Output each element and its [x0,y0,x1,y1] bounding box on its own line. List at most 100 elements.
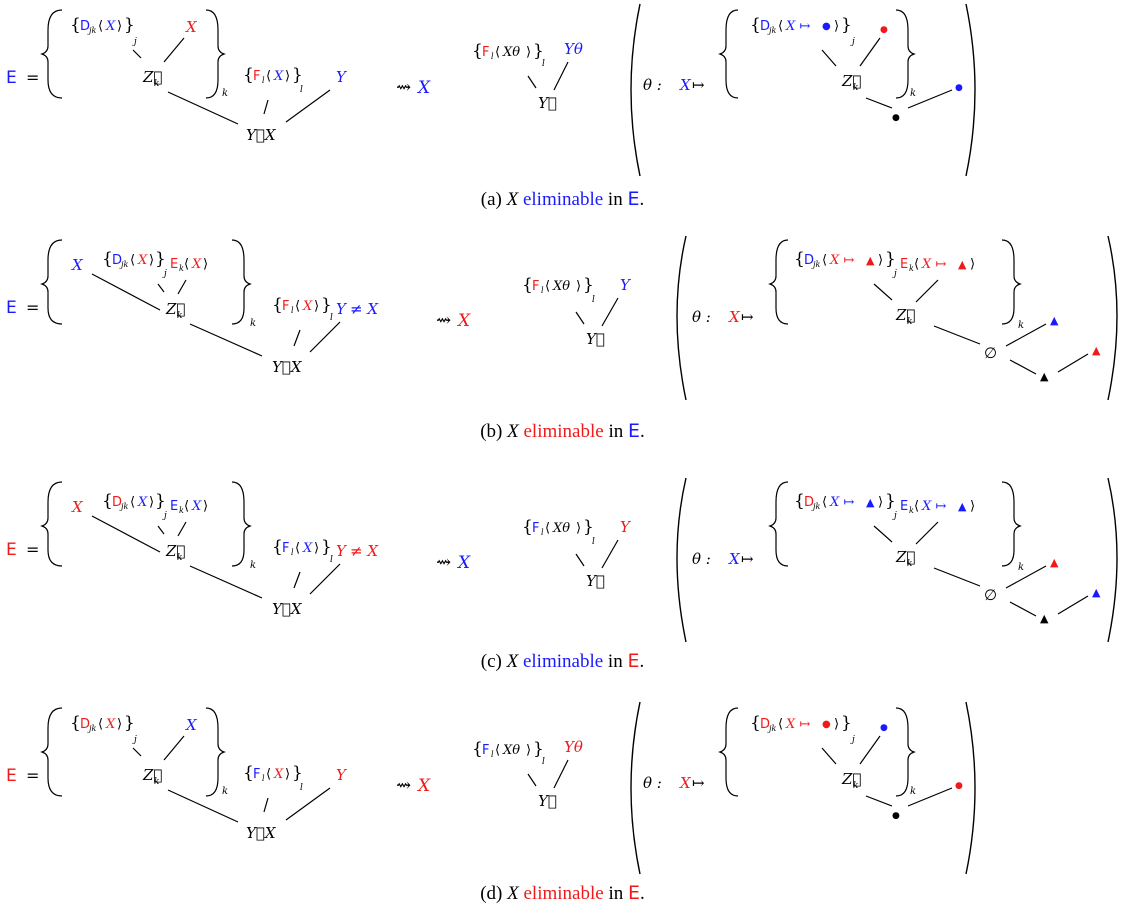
D-jk-label: D [80,717,90,732]
F-angle-open: ⟨ [295,541,300,556]
black-tri: ▲ [1040,370,1049,383]
empty-set-node: ∅ [984,586,997,604]
theta-subscript-k: k [910,786,916,797]
theta-Z-sub-k: k [907,559,912,569]
theta-Z-sub-k: k [853,781,858,791]
Y-vec-node: Y⃗ [538,792,557,810]
Ek-k-sub: k [179,264,184,273]
edge-D-Z [132,747,142,757]
angle-open: ⟨ [98,19,103,34]
Xtheta-var: Xθ [552,279,570,294]
Ek-X-var: X [191,499,202,514]
theta-jk-sub: jk [811,260,820,269]
F-subscript-l: l [330,313,333,323]
jk-subscript: jk [119,502,128,511]
Ytheta-var: Y [620,518,632,536]
theta-Ek-X-to: X ↦ [921,257,946,272]
Ftheta-label: F [482,743,489,758]
theta-angle-open: ⟨ [778,19,783,34]
left-brace [40,239,63,325]
caption-var: X [506,651,519,672]
Ftheta-angle-open: ⟨ [495,743,500,758]
edge-X-Z [91,515,161,553]
edge-Y-YX [309,321,341,353]
theta-edge-Ek-Z [915,521,939,545]
theta-jk-sub: jk [767,26,776,35]
E-symbol: E [6,540,17,560]
top-bullet: ● [880,723,888,733]
Y-vec-node: Y⃗ [586,572,605,590]
F-l-label: F [282,299,289,314]
theta-Z-k-node: Z⃗ [895,548,915,566]
subscript-j: j [132,735,137,745]
theta-Ek-angle-open: ⟨ [914,499,919,514]
theta-edge-bullet-Z [859,37,881,67]
diagram-c: E = k X { D jk ⟨ X ⟩ } j E k ⟨ X ⟩ Z⃗ k … [6,477,1118,643]
edge-Y-YX [309,563,341,595]
theta-angle-close: ⟩ [878,495,883,510]
equals-sign: = [26,298,39,317]
angle-open: ⟨ [98,717,103,732]
theta-inner-brace-close: } [885,249,896,269]
Ftheta-l-sub: l [491,750,494,759]
theta-X-var: X [728,550,741,568]
Ftheta-brace-open: { [522,275,533,295]
theta-angle-open: ⟨ [822,253,827,268]
leadsto-X: X [416,78,431,98]
theta-D-label: D [760,717,770,732]
caption-prefix: (a) [480,189,507,210]
caption-in: in [603,421,628,442]
F-brace-open: { [272,537,283,557]
caption-in: in [603,883,628,904]
subscript-j: j [162,511,167,521]
caption-prefix: (c) [480,651,507,672]
Ftheta-subscript-l: l [542,59,545,69]
angle-close: ⟩ [149,253,154,268]
E-symbol: E [6,298,17,318]
theta-paren-close [1107,477,1118,643]
Ek-X-var: X [191,257,202,272]
edge-Y-YX [285,89,331,123]
side-X-var: X [71,498,84,516]
theta-edge-D-Z [873,283,893,301]
theta-mapsto: ↦ [741,308,754,326]
theta-edge-root-right [907,787,953,807]
D-X-var: X [105,717,116,732]
inner-brace-close: } [124,713,135,733]
caption-set: E [627,420,640,442]
figure-panel-b: E = k X { D jk ⟨ X ⟩ } j E k ⟨ X ⟩ Z⃗ k … [0,228,1125,454]
caption-var: X [507,421,519,442]
Xtheta-var: Xθ [502,743,520,758]
theta-D-bullet: ● [822,21,831,32]
theta-brace-open [768,239,789,325]
side-X-var: X [71,256,84,274]
diagram-d: E = k { D jk ⟨ X ⟩ } j X Z⃗ k { F l ⟨ X … [6,701,976,875]
theta-Ek-angle-close: ⟩ [970,499,975,514]
caption-in: in [603,651,628,672]
theta-edge-Z-empty [933,567,981,587]
inner-brace-open: { [102,249,113,269]
theta-edge-empty-black [1009,359,1037,375]
Ftheta-label: F [532,279,539,294]
theta-label: θ : [643,76,662,94]
Ek-label: E [170,499,178,514]
theta-label: θ : [692,308,711,326]
theta-inner-brace-open: { [750,15,761,35]
theta-edge-empty-black [1009,601,1037,617]
diagram-a: E = k { D jk ⟨ X ⟩ } j X Z⃗ k { F l ⟨ X … [6,3,976,177]
F-brace-open: { [243,65,254,85]
Ek-angle-close: ⟩ [203,499,208,514]
jk-subscript: jk [119,260,128,269]
theta-Z-k-node: Z⃗ [895,306,915,324]
F-brace-close: } [321,537,332,557]
inner-brace-open: { [102,491,113,511]
Ftheta-brace-open: { [522,517,533,537]
edge-F-YX [293,571,301,589]
F-angle-open: ⟨ [266,69,271,84]
caption-end: . [640,421,645,442]
theta-edge-Ek-Z [915,279,939,303]
Z-k-node: Z⃗ [165,300,185,318]
l-subscript: l [291,548,294,557]
theta-angle-close: ⟩ [834,19,839,34]
edge-Ytheta-Yvec [601,297,619,327]
